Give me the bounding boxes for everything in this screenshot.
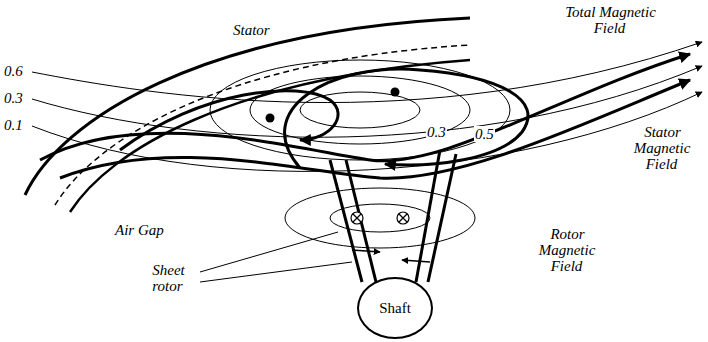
part-label: 0.3 xyxy=(426,124,447,140)
label-text: Stator Magnetic Field xyxy=(634,124,691,172)
node-text: Shaft xyxy=(379,300,411,317)
field-line xyxy=(32,66,702,137)
current-in-cross xyxy=(353,214,361,222)
leader-line xyxy=(200,262,352,282)
current-out-dot xyxy=(391,88,400,97)
total-field-line xyxy=(60,80,690,178)
part-label: Air Gap xyxy=(114,222,165,238)
label-text: Sheet rotor xyxy=(151,262,184,294)
total-field-line xyxy=(40,54,690,161)
total-field-loop xyxy=(120,91,338,150)
current-arrow xyxy=(402,260,430,262)
part-label: Stator Magnetic Field xyxy=(622,124,702,172)
rotor-field-ellipses xyxy=(210,60,510,248)
part-label: Stator xyxy=(232,22,271,38)
rotor-current-arrows xyxy=(352,250,430,262)
current-in-cross xyxy=(399,214,407,222)
part-label: Sheet rotor xyxy=(140,262,196,294)
current-symbols xyxy=(266,88,410,225)
stator-field-lines xyxy=(32,42,702,171)
label-text: Air Gap xyxy=(114,222,165,238)
stator-arcs xyxy=(25,18,470,212)
part-label: 0.3 xyxy=(3,90,24,106)
leader-line xyxy=(200,232,338,272)
label-text: 0.1 xyxy=(3,117,24,133)
part-label: Total Magnetic Field xyxy=(560,4,660,36)
current-in-cross xyxy=(397,212,409,224)
label-text: 0.6 xyxy=(3,63,24,79)
total-field-loop xyxy=(285,69,528,168)
part-label: 0.1 xyxy=(3,117,24,133)
label-text: 0.3 xyxy=(426,124,447,140)
rotor-bar xyxy=(330,160,362,282)
label-text: 0.5 xyxy=(474,126,495,142)
total-field-lines xyxy=(40,54,690,178)
shaft-circle: Shaft xyxy=(357,277,433,339)
current-in-cross xyxy=(351,212,409,224)
part-label: Rotor Magnetic Field xyxy=(528,226,606,274)
part-label: 0.6 xyxy=(3,63,24,79)
current-out-dot xyxy=(266,114,275,123)
label-text: Rotor Magnetic Field xyxy=(539,226,596,274)
rotor-bar xyxy=(346,160,376,282)
label-text: 0.3 xyxy=(3,90,24,106)
current-arrow xyxy=(352,250,380,252)
field-ellipse xyxy=(300,92,420,128)
part-label: 0.5 xyxy=(474,126,495,142)
field-ellipse xyxy=(250,76,470,144)
rotor-bar xyxy=(428,154,456,282)
label-text: Stator xyxy=(232,22,271,38)
label-text: Total Magnetic Field xyxy=(564,4,656,36)
leader-lines xyxy=(200,232,352,282)
current-in-cross xyxy=(351,212,363,224)
